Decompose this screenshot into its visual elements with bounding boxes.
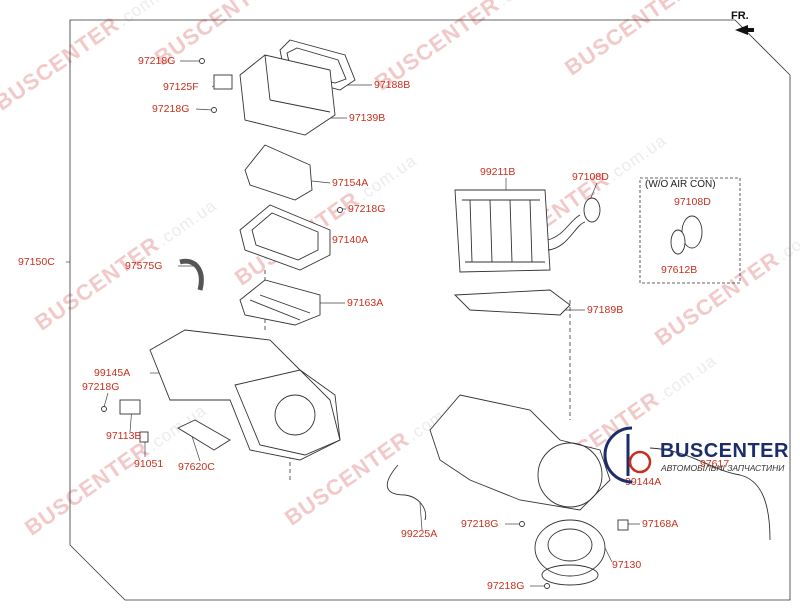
part-97140a [239, 204, 331, 271]
logo-tagline: АВТОМОБІЛЬНІ ЗАПЧАСТИНИ [661, 463, 785, 473]
variant-box-title: (W/O AIR CON) [645, 179, 716, 190]
part-97113b [119, 399, 141, 415]
part-99225a [386, 464, 427, 521]
part-97218g-r [337, 207, 343, 213]
part-97168a [617, 519, 629, 531]
front-arrow-icon [735, 25, 754, 35]
part-label: 97612B [661, 264, 698, 276]
part-label: 97218G [82, 381, 120, 393]
buscenter-logo [603, 426, 652, 484]
part-label: 97108D [674, 196, 711, 208]
part-99145a [149, 329, 341, 461]
part-label: 97150C [18, 256, 55, 268]
part-97154a [244, 144, 313, 201]
part-label: 97130 [612, 559, 642, 571]
part-label: 97218G [461, 518, 499, 530]
part-label: 97188B [374, 79, 411, 91]
part-97617 [649, 447, 771, 541]
part-label: 97139B [349, 112, 386, 124]
part-91051 [139, 431, 149, 443]
part-label: 97575G [125, 260, 163, 272]
part-97189b [453, 289, 571, 316]
front-direction-label: FR. [731, 10, 749, 22]
part-label: 97113B [106, 430, 142, 442]
part-97108d [583, 197, 601, 223]
assembly-outline [69, 19, 791, 601]
part-97620c [177, 419, 231, 451]
part-97612b [670, 229, 686, 255]
part-label: 99211B [480, 166, 516, 178]
part-label: 97168A [642, 518, 679, 530]
part-label: 97620C [178, 461, 215, 473]
part-label: 97189B [587, 304, 624, 316]
part-label: 99144A [625, 476, 662, 488]
part-label: 97617 [700, 458, 730, 470]
part-97130 [534, 519, 606, 577]
part-97218g-left [101, 406, 107, 412]
part-97125f [213, 74, 233, 90]
part-label: 97154A [332, 177, 369, 189]
variant-box [639, 177, 741, 284]
part-label: 97140A [332, 234, 369, 246]
part-label: 97218G [348, 203, 386, 215]
part-label: 97218G [138, 55, 176, 67]
part-label: 97108D [572, 171, 609, 183]
leader-lines [66, 60, 640, 587]
part-label: 97218G [487, 580, 525, 592]
part-99144a [429, 394, 611, 511]
part-97218g-bot2 [544, 583, 550, 589]
part-97218g-bot1 [519, 521, 525, 527]
part-label: 97125F [163, 81, 199, 93]
part-label: 91051 [134, 458, 164, 470]
part-label: 97163A [347, 297, 384, 309]
part-label: 99225A [401, 528, 438, 540]
part-label: 97218G [152, 103, 190, 115]
part-label: 99145A [94, 367, 131, 379]
logo-name: BUSCENTER [660, 440, 789, 462]
part-97575g [179, 258, 204, 291]
part-99211b [454, 189, 551, 273]
part-97218g-mid [211, 107, 217, 113]
part-97218g-top [199, 58, 205, 64]
